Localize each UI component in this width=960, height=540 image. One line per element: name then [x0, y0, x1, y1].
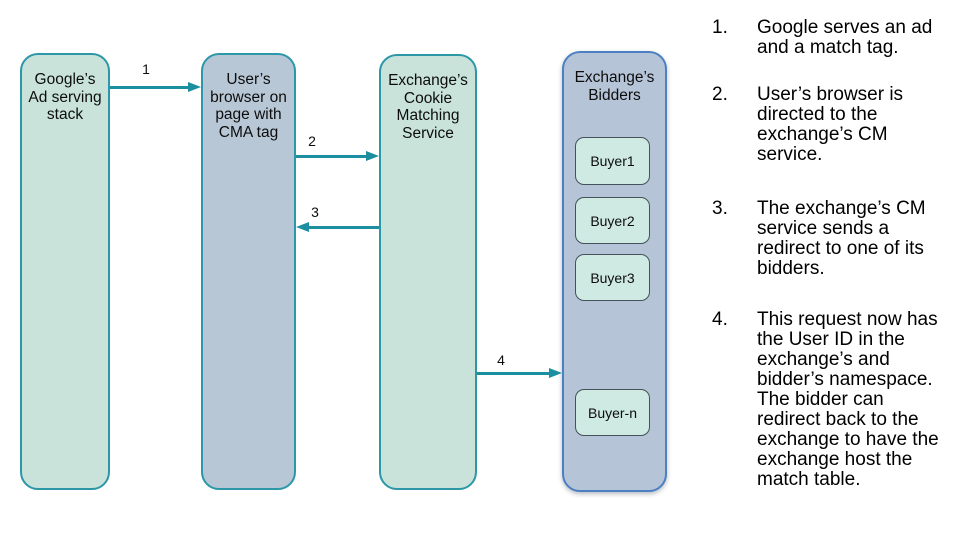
arrow-3-line [308, 226, 379, 229]
step-1-text: Google serves an ad and a match tag. [757, 17, 933, 58]
lane-exchange-bidders-label: Exchange’s Bidders [574, 69, 655, 104]
lane-google-ad-stack: Google’s Ad serving stack [20, 53, 110, 490]
step-2-text: User’s browser is directed to the exchan… [757, 84, 904, 165]
buyer2-label: Buyer2 [590, 212, 635, 229]
lane-cookie-matching-service: Exchange’s Cookie Matching Service [379, 54, 477, 490]
step-4-number: 4. [712, 309, 728, 330]
arrow-1-line [110, 86, 189, 89]
step-2-number: 2. [712, 84, 728, 105]
step-1: 1. Google serves an ad and a match tag. [712, 18, 932, 58]
arrow-1-head-icon [188, 82, 201, 92]
arrow-2-line [296, 155, 367, 158]
buyer1-label: Buyer1 [590, 153, 635, 169]
arrow-3-head-icon [296, 222, 309, 232]
step-3-number: 3. [712, 198, 728, 219]
lane-cookie-matching-service-label: Exchange’s Cookie Matching Service [388, 72, 468, 142]
lane-user-browser: User’s browser on page with CMA tag [201, 53, 296, 490]
buyer1-box: Buyer1 [575, 137, 650, 185]
buyer-n-box: Buyer-n [575, 389, 650, 436]
arrow-3-label: 3 [311, 204, 319, 220]
buyer-n-label: Buyer-n [587, 404, 638, 421]
step-2: 2. User’s browser is directed to the exc… [712, 85, 903, 165]
lane-google-ad-stack-label: Google’s Ad serving stack [28, 71, 102, 123]
lane-exchange-bidders: Exchange’s Bidders Buyer1 Buyer2 Buyer3 … [562, 51, 667, 492]
arrow-1-label: 1 [142, 61, 150, 77]
step-1-number: 1. [712, 17, 728, 38]
arrow-2-label: 2 [308, 133, 316, 149]
buyer3-box: Buyer3 [575, 254, 650, 301]
step-4-text: This request now has the User ID in the … [757, 309, 939, 490]
step-3: 3. The exchange’s CM service sends a red… [712, 199, 926, 279]
arrow-4-head-icon [549, 368, 562, 378]
arrow-4-label: 4 [497, 352, 505, 368]
arrow-4-line [477, 372, 550, 375]
arrow-2-head-icon [366, 151, 379, 161]
step-4: 4. This request now has the User ID in t… [712, 310, 939, 490]
step-3-text: The exchange’s CM service sends a redire… [757, 198, 926, 279]
buyer3-label: Buyer3 [590, 269, 635, 286]
buyer2-box: Buyer2 [575, 197, 650, 244]
lane-user-browser-label: User’s browser on page with CMA tag [210, 71, 287, 141]
